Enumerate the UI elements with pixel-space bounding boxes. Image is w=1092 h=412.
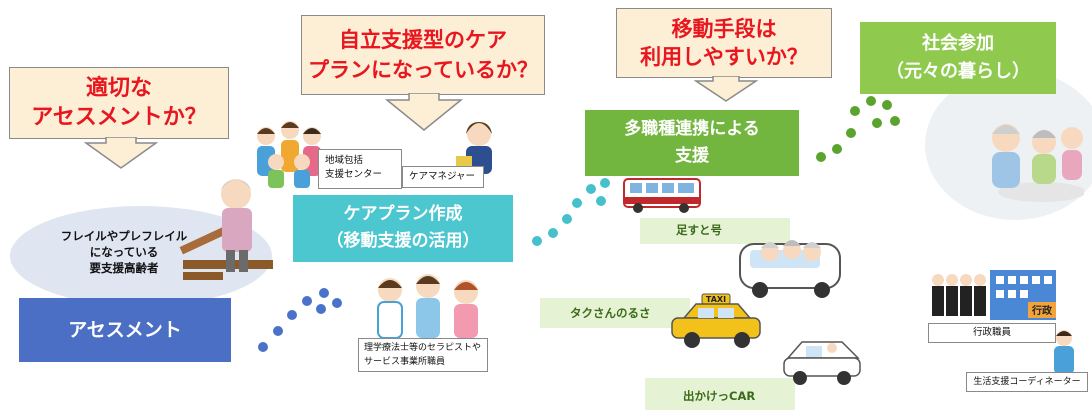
label-line: 支援センター (325, 169, 383, 180)
van-illustration (739, 240, 841, 298)
path-dot (287, 310, 297, 320)
path-dot (816, 152, 826, 162)
bus-service-label: 足すと号 (676, 222, 722, 238)
plan-question-callout: 自立支援型のケア プランになっているか？ (301, 15, 545, 95)
car-name: 出かけっCAR (683, 389, 756, 403)
building-sign-text: 行政 (1031, 304, 1053, 317)
care-manager-label: ケアマネジャー (402, 166, 484, 188)
down-arrow (694, 76, 758, 102)
path-dot (872, 118, 882, 128)
path-dot (572, 198, 582, 208)
bus-illustration (623, 178, 701, 213)
elderly-group-illustration (992, 124, 1084, 202)
box-line: 支援 (675, 146, 709, 166)
admin-staff-text: 行政職員 (972, 327, 1011, 338)
taxi-illustration: TAXI (671, 293, 761, 348)
support-center-label: 地域包括 支援センター (318, 149, 402, 189)
path-dot (548, 228, 558, 238)
car-service-label: 出かけっCAR (683, 388, 755, 404)
path-dot (302, 296, 312, 306)
label-line: サービス事業所職員 (364, 357, 446, 367)
support-staff-illustration (257, 121, 321, 188)
box-line: 多職種連携による (624, 119, 760, 139)
taxi-service-label: タクさんのるさ (570, 305, 651, 321)
social-participation-box: 社会参加 （元々の暮らし） (860, 22, 1056, 94)
path-dot (596, 196, 606, 206)
callout-line: 利用しやすいか？ (640, 45, 808, 69)
box-line: （元々の暮らし） (886, 61, 1030, 82)
care-manager-text: ケアマネジャー (409, 171, 476, 182)
coordinator-illustration (1054, 330, 1074, 374)
path-dot (532, 236, 542, 246)
callout-line: 移動手段は (671, 17, 777, 41)
therapist-label: 理学療法士等のセラピストや サービス事業所職員 (358, 338, 488, 372)
taxi-name: タクさんのるさ (570, 306, 651, 320)
mobility-question-callout: 移動手段は 利用しやすいか？ (616, 8, 832, 78)
path-dot (562, 214, 572, 224)
down-arrow (84, 137, 158, 169)
path-dot (846, 128, 856, 138)
callout-line: プランになっているか？ (308, 58, 538, 82)
elderly-person-illustration (179, 179, 273, 280)
path-dot (258, 342, 268, 352)
coordinator-text: 生活支援コーディネーター (973, 377, 1081, 387)
box-line: （移動支援の活用） (326, 231, 480, 251)
callout-line: 適切な (85, 76, 152, 101)
car-illustration (783, 341, 861, 385)
path-dot (319, 288, 329, 298)
assessment-box: アセスメント (19, 298, 231, 362)
person-line: フレイルやプレフレイル (60, 229, 188, 243)
label-line: 地域包括 (325, 155, 364, 166)
path-dot (850, 106, 860, 116)
government-building-illustration: 行政 (990, 270, 1056, 320)
box-label: アセスメント (68, 319, 182, 341)
admin-staff-label: 行政職員 (928, 323, 1056, 343)
path-dot (332, 298, 342, 308)
taxi-sign-text: TAXI (706, 295, 726, 304)
path-dot (586, 184, 596, 194)
callout-line: アセスメントか？ (31, 105, 207, 130)
person-line: 要支援高齢者 (89, 261, 159, 275)
path-dot (866, 96, 876, 106)
box-line: ケアプラン作成 (343, 204, 463, 224)
path-dot (882, 100, 892, 110)
taxi-band (540, 298, 690, 328)
careplan-box: ケアプラン作成 （移動支援の活用） (293, 195, 513, 262)
collaboration-box: 多職種連携による 支援 (585, 110, 799, 176)
path-dot (600, 178, 610, 188)
coordinator-label: 生活支援コーディネーター (966, 372, 1088, 392)
bus-band (640, 218, 790, 244)
car-band (645, 378, 795, 410)
path-dot (273, 326, 283, 336)
admin-staff-illustration (932, 274, 986, 316)
person-description: フレイルやプレフレイル になっている 要支援高齢者 (38, 228, 210, 276)
path-dot (832, 144, 842, 154)
path-dot (316, 304, 326, 314)
path-dot (890, 116, 900, 126)
callout-line: 自立支援型のケア (339, 28, 507, 52)
bus-name: 足すと号 (676, 223, 722, 237)
box-line: 社会参加 (922, 33, 994, 54)
assessment-question-callout: 適切な アセスメントか？ (9, 67, 229, 139)
therapist-illustration (377, 274, 478, 339)
person-line: になっている (89, 245, 159, 259)
down-arrow (385, 93, 463, 131)
label-line: 理学療法士等のセラピストや (364, 343, 482, 353)
